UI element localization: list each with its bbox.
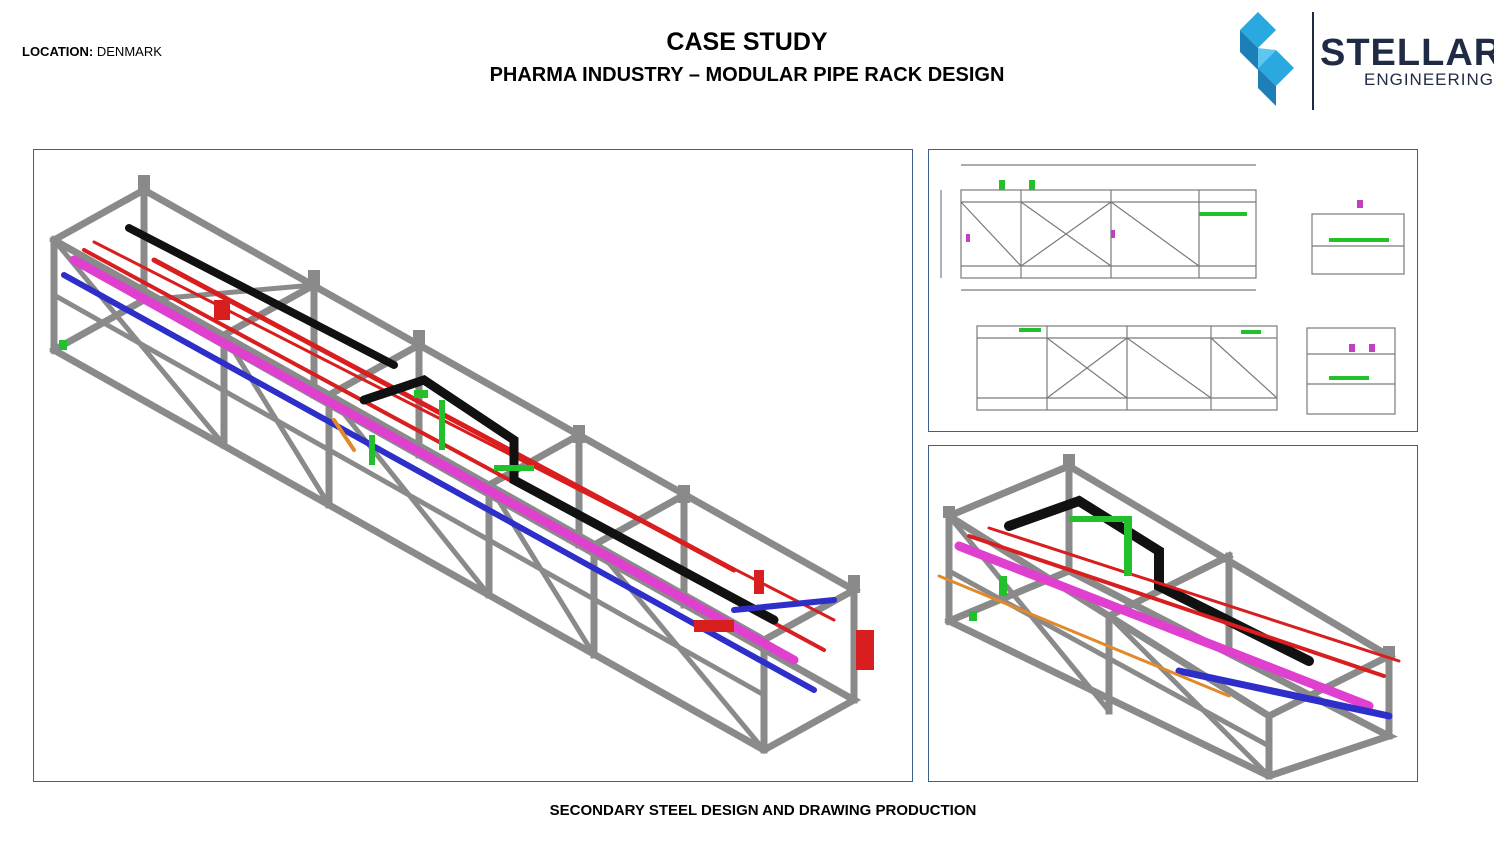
module-3d-image xyxy=(937,454,1401,780)
page-subtitle: PHARMA INDUSTRY – MODULAR PIPE RACK DESI… xyxy=(489,64,1005,86)
logo-brand: STELLAR xyxy=(1320,32,1494,74)
logo-subtitle: ENGINEERING xyxy=(1364,70,1494,89)
page-title: CASE STUDY xyxy=(666,28,828,56)
page-caption: SECONDARY STEEL DESIGN AND DRAWING PRODU… xyxy=(549,802,977,819)
stellar-logo: STELLAR ENGINEERING xyxy=(1230,10,1494,110)
location-label: LOCATION: DENMARK xyxy=(22,44,162,59)
fabrication-drawing-image xyxy=(940,164,1405,415)
module-3d-panel xyxy=(928,445,1418,782)
pipe-rack-3d-panel xyxy=(33,149,913,782)
pipe-rack-3d-image xyxy=(49,175,874,755)
stellar-mark-icon xyxy=(1240,12,1294,106)
location-key: LOCATION: xyxy=(22,44,94,59)
location-value: DENMARK xyxy=(96,44,162,59)
logo-divider xyxy=(1312,12,1314,110)
fabrication-drawing-panel xyxy=(928,149,1418,432)
